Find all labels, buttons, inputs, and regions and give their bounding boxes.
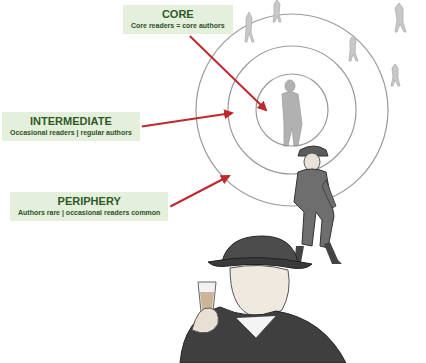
label-box: PERIPHERYAuthors rare | occasional reade…	[10, 192, 168, 221]
walking-man	[290, 146, 342, 268]
leader-arrow	[170, 176, 229, 207]
zone-description: Authors rare | occasional readers common	[18, 208, 160, 217]
zone-description: Core readers = core authors	[131, 21, 225, 30]
middle-ring	[228, 46, 356, 174]
leader-arrow	[142, 113, 232, 127]
zone-heading: INTERMEDIATE	[10, 115, 132, 128]
drinking-man	[180, 236, 346, 363]
label-box: INTERMEDIATEOccasional readers | regular…	[2, 112, 140, 141]
label-box: CORECore readers = core authors	[123, 5, 233, 34]
zone-description: Occasional readers | regular authors	[10, 128, 132, 137]
core-figure	[282, 80, 302, 146]
inner-ring	[256, 74, 328, 146]
zone-heading: CORE	[131, 8, 225, 21]
zone-heading: PERIPHERY	[18, 195, 160, 208]
distant-figures	[245, 0, 406, 86]
leader-arrow	[190, 36, 266, 110]
